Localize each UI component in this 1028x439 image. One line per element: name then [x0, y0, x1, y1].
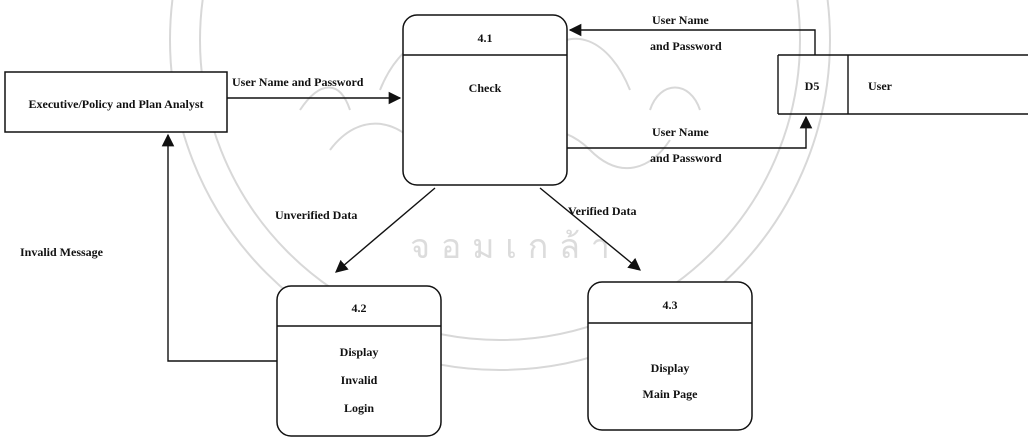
flow-check-to-store: User Name and Password [567, 115, 813, 165]
flow-store-to-check-label-2: and Password [650, 39, 722, 53]
external-entity: Executive/Policy and Plan Analyst [4, 71, 228, 133]
process-4-3-line-1: Display [651, 361, 690, 375]
process-4-1: 4.1 Check [402, 14, 568, 186]
flow-check-to-main: Verified Data [539, 187, 641, 271]
flow-check-to-invalid-label: Unverified Data [275, 208, 357, 222]
process-4-2-line-3: Login [344, 401, 374, 415]
flow-check-to-store-label-1: User Name [652, 125, 709, 139]
process-4-3-line-2: Main Page [643, 387, 699, 401]
data-store-d5: D5 User [777, 54, 1028, 115]
flow-check-to-invalid: Unverified Data [275, 187, 436, 273]
external-entity-label: Executive/Policy and Plan Analyst [28, 97, 203, 111]
flow-store-to-check: User Name and Password [568, 13, 816, 55]
process-4-2-line-2: Invalid [341, 373, 378, 387]
flow-entity-to-check-label: User Name and Password [232, 75, 364, 89]
data-store-name: User [868, 79, 893, 93]
process-4-2-id: 4.2 [352, 301, 367, 315]
process-4-2: 4.2 Display Invalid Login [276, 285, 442, 437]
process-4-2-line-1: Display [340, 345, 379, 359]
flow-store-to-check-label-1: User Name [652, 13, 709, 27]
flow-entity-to-check: User Name and Password [227, 75, 402, 105]
data-store-id: D5 [805, 79, 820, 93]
process-4-3-id: 4.3 [663, 298, 678, 312]
process-4-3: 4.3 Display Main Page [587, 281, 753, 431]
flow-invalid-to-entity-label: Invalid Message [20, 245, 104, 259]
flow-check-to-store-label-2: and Password [650, 151, 722, 165]
flow-invalid-to-entity: Invalid Message [20, 133, 277, 362]
svg-text:จ อ ม เ ก ล้ า: จ อ ม เ ก ล้ า [410, 227, 610, 267]
flow-check-to-main-label: Verified Data [568, 204, 637, 218]
process-4-1-id: 4.1 [478, 31, 493, 45]
process-4-1-name: Check [469, 81, 502, 95]
